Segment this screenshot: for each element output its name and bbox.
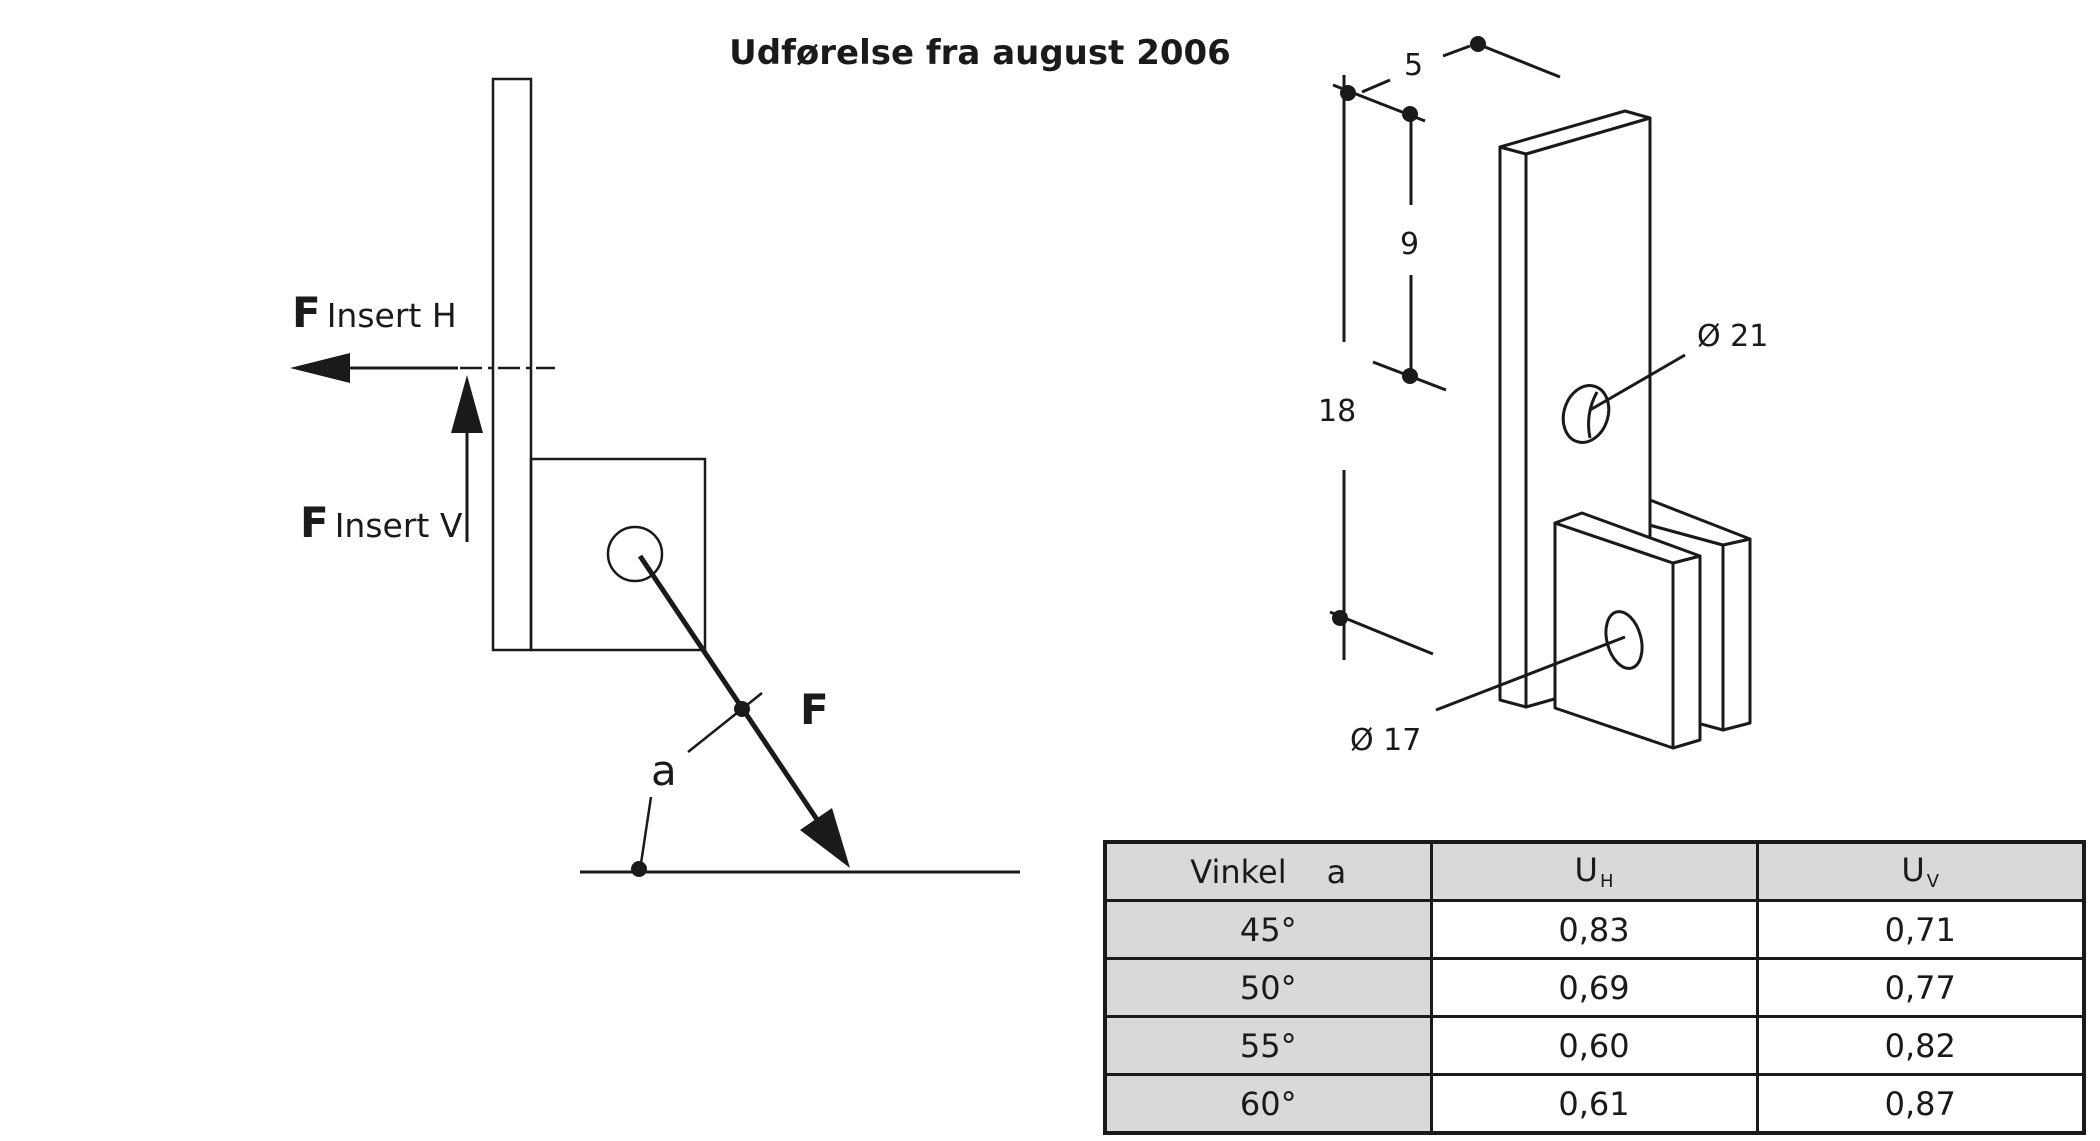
angle-dot-upper xyxy=(734,701,750,717)
cell-uv: 0,82 xyxy=(1755,1015,2086,1076)
angle-tick-upper xyxy=(687,692,763,753)
angle-dot-lower xyxy=(631,861,647,877)
front-lug-side xyxy=(1671,554,1702,750)
force-label: F xyxy=(800,685,829,734)
dimension-dots xyxy=(1332,36,1486,626)
cell-angle: 45° xyxy=(1103,899,1433,960)
main-plate-hole-inner xyxy=(1587,391,1599,439)
cell-angle: 55° xyxy=(1103,1015,1433,1076)
cell-uv: 0,71 xyxy=(1755,899,2086,960)
cell-uh: 0,61 xyxy=(1429,1073,1759,1135)
dim-hole-offset-label: 9 xyxy=(1400,227,1419,262)
angle-leader xyxy=(638,796,653,871)
cell-uh: 0,83 xyxy=(1429,899,1759,960)
table-row: 50° 0,69 0,77 xyxy=(1103,957,2086,1018)
cell-uh: 0,60 xyxy=(1429,1015,1759,1076)
angle-label: a xyxy=(651,746,677,795)
main-plate-side xyxy=(1498,145,1528,709)
drawing-title: Udførelse fra august 2006 xyxy=(729,33,1231,73)
back-lug-side xyxy=(1721,537,1752,732)
table-row: 60° 0,61 0,87 xyxy=(1103,1073,2086,1135)
lug-block xyxy=(529,457,707,652)
cell-uv: 0,87 xyxy=(1755,1073,2086,1135)
cell-angle: 60° xyxy=(1103,1073,1433,1135)
force-arrowhead xyxy=(800,808,850,868)
front-lug-top xyxy=(1553,511,1702,565)
table-row: 45° 0,83 0,71 xyxy=(1103,899,2086,960)
force-arrow xyxy=(637,554,825,829)
hole-large-label: Ø 21 xyxy=(1697,319,1768,354)
vertical-plate xyxy=(491,77,533,652)
pin-hole-circle xyxy=(606,525,664,583)
cell-uh: 0,69 xyxy=(1429,957,1759,1018)
dim-thickness-label: 5 xyxy=(1404,48,1423,83)
cell-uv: 0,77 xyxy=(1755,957,2086,1018)
force-h-arrowhead xyxy=(290,353,350,383)
force-diagram xyxy=(290,77,1020,877)
main-plate-top xyxy=(1498,109,1652,156)
dim-height-label: 18 xyxy=(1318,394,1356,429)
force-v-arrowhead xyxy=(451,375,483,433)
main-plate-hole xyxy=(1561,384,1611,444)
cell-angle: 50° xyxy=(1103,957,1433,1018)
hole-small-label: Ø 17 xyxy=(1350,723,1421,758)
bracket-drawing xyxy=(1329,36,1752,750)
table-row: 55° 0,60 0,82 xyxy=(1103,1015,2086,1076)
